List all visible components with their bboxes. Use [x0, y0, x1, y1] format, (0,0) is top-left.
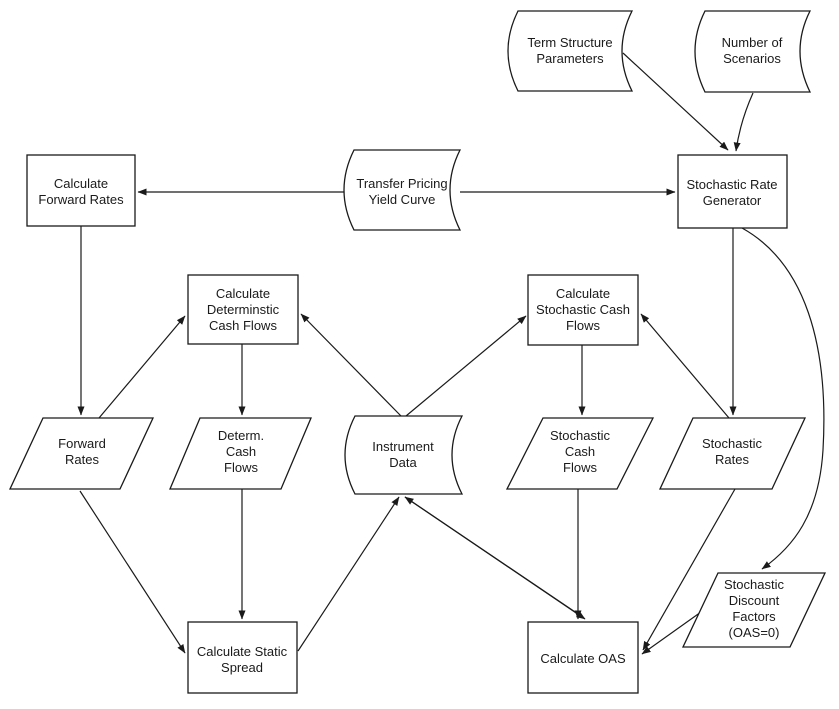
edge-forward-rates-to-calculate-static-spread	[79, 490, 186, 654]
label-stochastic-cash-flows: Stochastic	[550, 428, 610, 443]
node-calculate-forward-rates	[26, 154, 136, 227]
label-calculate-deterministic-cash-flows: Determinstic	[207, 302, 280, 317]
label-stochastic-discount-factors: (OAS=0)	[729, 625, 780, 640]
node-stochastic-cash-flows	[505, 417, 655, 490]
label-calculate-stochastic-cash-flows: Stochastic Cash	[536, 302, 630, 317]
label-number-of-scenarios: Number of	[722, 35, 783, 50]
node-stochastic-rates	[658, 417, 807, 490]
node-forward-rates	[8, 417, 155, 490]
edge-forward-rates-to-calculate-deterministic-cash-flows	[98, 315, 186, 419]
edge-instrument-data-to-calculate-deterministic-cash-flows	[300, 313, 402, 417]
edge-stochastic-rates-to-calculate-stochastic-cash-flows	[640, 313, 730, 419]
label-transfer-pricing-yield-curve: Yield Curve	[369, 192, 436, 207]
node-number-of-scenarios	[694, 10, 812, 93]
label-determ-cash-flows: Flows	[224, 460, 258, 475]
edge-instrument-data-to-calculate-oas	[404, 496, 586, 620]
label-calculate-oas: Calculate OAS	[540, 651, 626, 666]
label-stochastic-rates: Stochastic	[702, 436, 762, 451]
label-number-of-scenarios: Scenarios	[723, 51, 781, 66]
label-stochastic-cash-flows: Cash	[565, 444, 595, 459]
label-calculate-stochastic-cash-flows: Flows	[566, 318, 600, 333]
edge-stochastic-rates-to-calculate-oas	[642, 488, 736, 651]
label-transfer-pricing-yield-curve: Transfer Pricing	[356, 176, 447, 191]
label-stochastic-discount-factors: Stochastic	[724, 577, 784, 592]
label-calculate-stochastic-cash-flows: Calculate	[556, 286, 610, 301]
label-instrument-data: Instrument	[372, 439, 434, 454]
node-calculate-deterministic-cash-flows	[187, 274, 299, 345]
label-stochastic-cash-flows: Flows	[563, 460, 597, 475]
edge-calculate-static-spread-to-instrument-data	[297, 496, 400, 652]
label-calculate-forward-rates: Calculate	[54, 176, 108, 191]
node-term-structure-parameters	[507, 10, 634, 92]
label-calculate-deterministic-cash-flows: Cash Flows	[209, 318, 277, 333]
node-stochastic-discount-factors	[681, 572, 827, 648]
node-calculate-static-spread	[187, 621, 298, 694]
node-calculate-stochastic-cash-flows	[527, 274, 639, 346]
label-calculate-static-spread: Calculate Static	[197, 644, 288, 659]
label-determ-cash-flows: Determ.	[218, 428, 264, 443]
edge-instrument-data-to-calculate-stochastic-cash-flows	[405, 315, 527, 417]
label-calculate-deterministic-cash-flows: Calculate	[216, 286, 270, 301]
edge-number-of-scenarios-to-stochastic-rate-generator	[733, 92, 754, 152]
label-term-structure-parameters: Parameters	[536, 51, 604, 66]
node-transfer-pricing-yield-curve	[343, 149, 462, 231]
label-calculate-forward-rates: Forward Rates	[38, 192, 124, 207]
label-instrument-data: Data	[389, 455, 417, 470]
label-stochastic-discount-factors: Discount	[729, 593, 780, 608]
label-stochastic-discount-factors: Factors	[732, 609, 776, 624]
edge-stochastic-discount-factors-to-calculate-oas	[641, 611, 702, 655]
node-calculate-oas	[527, 621, 639, 694]
node-determ-cash-flows	[169, 417, 312, 490]
label-forward-rates: Forward	[58, 436, 106, 451]
node-stochastic-rate-generator	[677, 154, 788, 229]
label-stochastic-rate-generator: Stochastic Rate	[686, 177, 777, 192]
label-stochastic-rate-generator: Generator	[703, 193, 762, 208]
edge-term-structure-parameters-to-stochastic-rate-generator	[622, 52, 729, 151]
label-stochastic-rates: Rates	[715, 452, 749, 467]
node-instrument-data	[344, 415, 464, 495]
label-determ-cash-flows: Cash	[226, 444, 256, 459]
label-term-structure-parameters: Term Structure	[527, 35, 612, 50]
edge-stochastic-rate-generator-to-stochastic-discount-factors	[741, 227, 825, 570]
label-calculate-static-spread: Spread	[221, 660, 263, 675]
label-forward-rates: Rates	[65, 452, 99, 467]
